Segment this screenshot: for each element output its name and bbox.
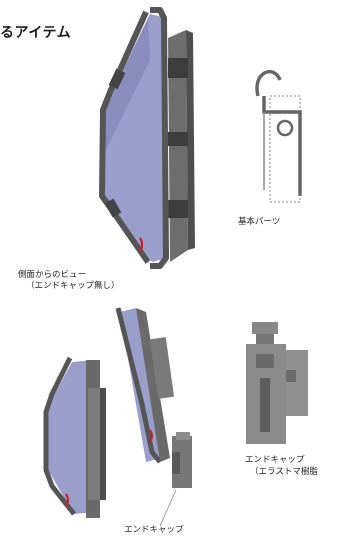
end-cap-part (246, 322, 308, 444)
caption-end-cap-right-line2: （エラストマ樹脂 (250, 467, 318, 477)
frame-endcap-view (115, 307, 192, 527)
caption-end-cap-bottom: エンドキャップ (124, 525, 184, 535)
caption-side-view-line1: 側面からのビュー (18, 270, 87, 280)
page-title: るアイテム (0, 25, 72, 41)
caption-end-cap-right-line1: エンドキャップ (245, 455, 305, 465)
frame-side-view (99, 7, 195, 269)
caption-side-view-line2: （エンドキャップ無し） (26, 281, 120, 291)
caption-basic-parts: 基本パーツ (238, 217, 281, 227)
frame-assembled-view (43, 356, 106, 518)
basic-part-profile (255, 69, 302, 203)
